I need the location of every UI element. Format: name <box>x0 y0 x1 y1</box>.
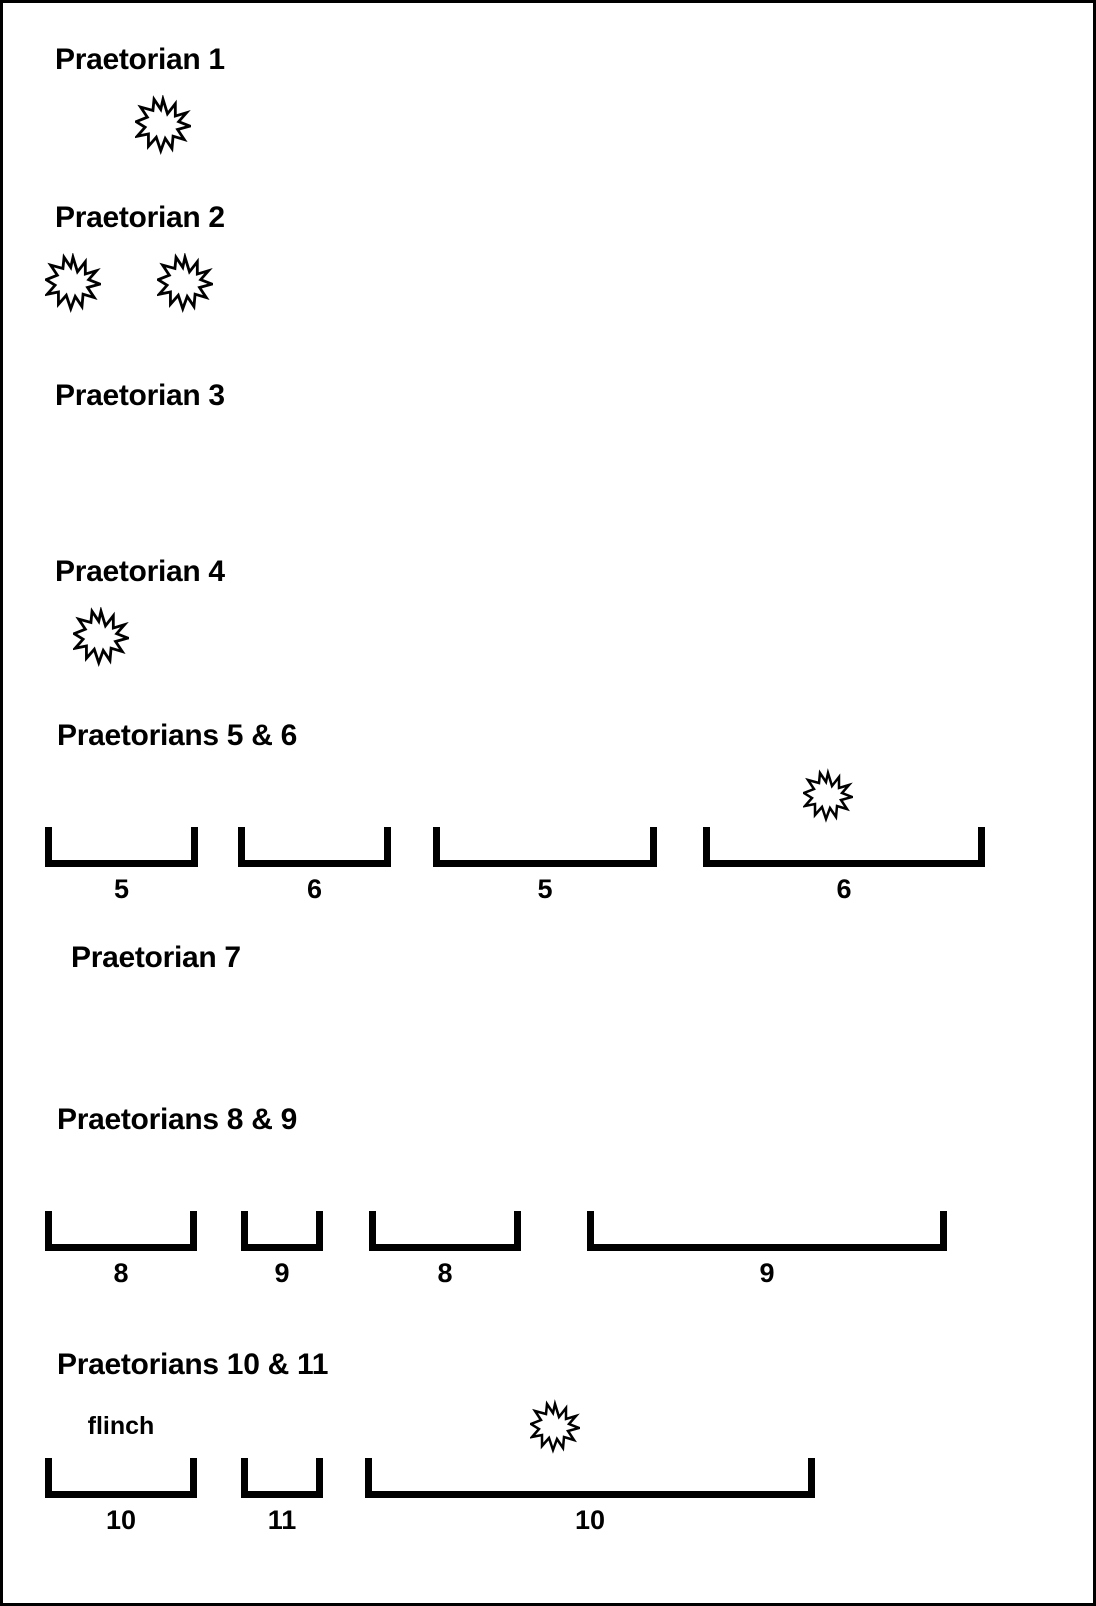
group-label: 6 <box>836 874 852 904</box>
trial-group: 9 <box>241 1151 323 1287</box>
group-label: 10 <box>105 1505 137 1535</box>
group-row: 8 9 8 <box>45 1151 947 1287</box>
group-label: 11 <box>267 1505 297 1535</box>
group-row: flinch 10 11 <box>45 1396 815 1534</box>
block-title: Praetorians 8 & 9 <box>57 1103 298 1136</box>
trial-group: 6 <box>703 767 985 903</box>
group-bracket <box>587 1211 947 1251</box>
group-bracket <box>703 827 985 867</box>
group-label: 10 <box>574 1505 606 1535</box>
group-bracket <box>241 1211 323 1251</box>
block-title: Praetorian 2 <box>55 201 225 234</box>
token-row <box>57 95 215 155</box>
group-row: 5 6 <box>45 767 985 903</box>
trial-group: 6 <box>238 767 391 903</box>
token-row <box>49 607 169 667</box>
trial-group: 9 <box>587 1151 947 1287</box>
group-tokens <box>241 1398 323 1458</box>
block-title: Praetorians 10 & 11 <box>57 1348 329 1381</box>
group-label: 9 <box>759 1258 775 1288</box>
trial-group: 5 <box>45 767 198 903</box>
group-bracket <box>241 1458 323 1498</box>
group-bracket <box>238 827 391 867</box>
token-row <box>45 253 263 313</box>
trial-group: 10 <box>365 1398 815 1534</box>
group-tokens <box>238 767 391 827</box>
group-bracket <box>369 1211 521 1251</box>
starburst-icon <box>135 95 191 155</box>
starburst-icon <box>803 768 853 824</box>
group-bracket <box>433 827 657 867</box>
group-bracket <box>365 1458 815 1498</box>
trial-group: 8 <box>369 1151 521 1287</box>
group-label: 6 <box>306 874 323 904</box>
group-label: 9 <box>274 1258 290 1288</box>
flinch-annotation: flinch <box>87 1412 155 1440</box>
group-label: 5 <box>537 874 553 904</box>
block-title: Praetorian 4 <box>55 555 225 588</box>
group-tokens <box>587 1151 947 1211</box>
starburst-icon <box>73 607 129 667</box>
trial-group: 11 <box>241 1398 323 1534</box>
trial-group: flinch 10 <box>45 1396 197 1534</box>
group-label: 8 <box>113 1258 129 1288</box>
group-bracket <box>45 827 198 867</box>
group-tokens <box>241 1151 323 1211</box>
group-tokens <box>45 767 198 827</box>
block-title: Praetorians 5 & 6 <box>57 719 298 752</box>
group-label: 8 <box>437 1258 453 1288</box>
block-title: Praetorian 7 <box>71 941 241 974</box>
group-bracket <box>45 1458 197 1498</box>
starburst-icon <box>530 1399 580 1455</box>
group-tokens: flinch <box>45 1396 197 1458</box>
group-tokens <box>703 767 985 827</box>
starburst-icon <box>157 253 213 313</box>
group-tokens <box>365 1398 815 1458</box>
block-title: Praetorian 1 <box>55 43 225 76</box>
group-tokens <box>45 1151 197 1211</box>
group-tokens <box>369 1151 521 1211</box>
starburst-icon <box>45 253 101 313</box>
block-title: Praetorian 3 <box>55 379 225 412</box>
group-tokens <box>433 767 657 827</box>
trial-group: 5 <box>433 767 657 903</box>
group-bracket <box>45 1211 197 1251</box>
group-label: 5 <box>113 874 130 904</box>
trial-group: 8 <box>45 1151 197 1287</box>
